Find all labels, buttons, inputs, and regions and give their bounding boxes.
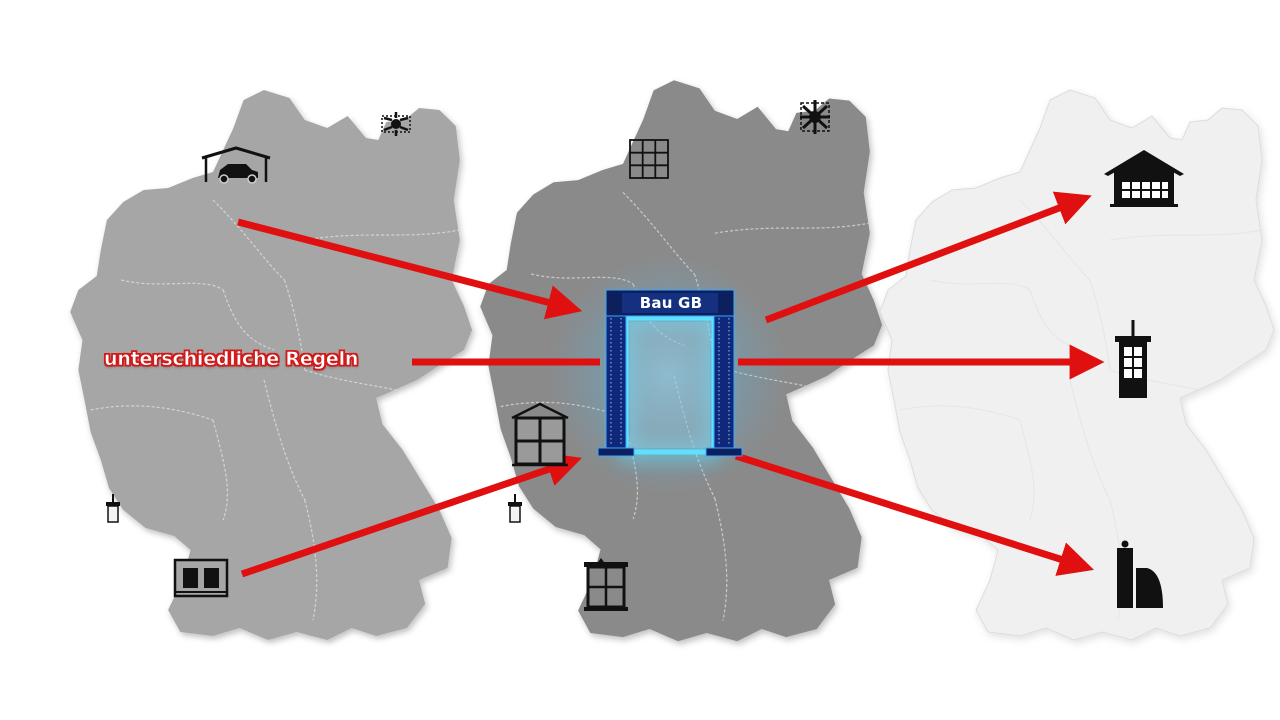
- coat-of-arms-icon: [800, 100, 830, 134]
- house-icon: [1104, 150, 1184, 207]
- gate-right-pillar: [713, 313, 735, 451]
- grid-window-icon: [629, 139, 669, 179]
- street-lamp-icon: [106, 494, 120, 523]
- tower-window-icon: [1115, 320, 1151, 398]
- arrow-bottom-right: [734, 452, 1095, 576]
- carport-icon: [201, 146, 271, 184]
- incoming-arrows: [237, 218, 600, 578]
- arrow-top-right: [764, 191, 1092, 324]
- gate-base-left: [597, 447, 635, 457]
- gate-base-right: [705, 447, 743, 457]
- arrow-top-left: [237, 218, 583, 320]
- different-rules-label: unterschiedliche Regeln: [104, 348, 359, 371]
- chimney-building-icon: [1117, 540, 1163, 608]
- coat-of-arms-icon: [381, 112, 411, 136]
- gabled-window-icon: [511, 402, 569, 467]
- outgoing-arrows: [734, 191, 1105, 576]
- double-window-icon: [173, 558, 229, 598]
- baugb-title: Bau GB: [639, 294, 703, 312]
- classic-window-icon: [584, 558, 628, 611]
- arrow-bottom-left: [240, 452, 582, 578]
- street-lamp-icon: [508, 494, 522, 523]
- baugb-gate: [597, 289, 743, 457]
- gate-left-pillar: [605, 313, 627, 451]
